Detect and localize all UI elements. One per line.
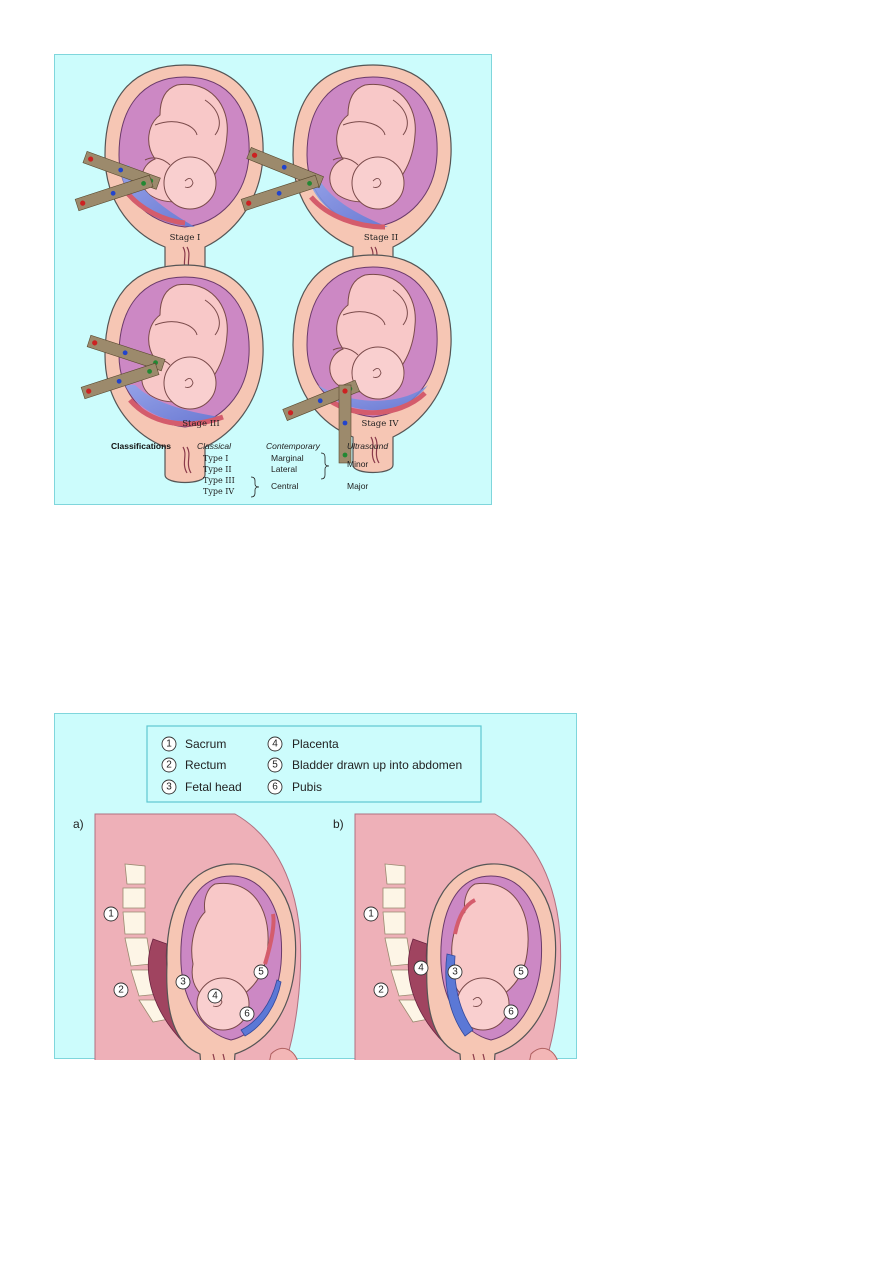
classical-type-3: Type III bbox=[203, 476, 235, 485]
legend-num: 3 bbox=[166, 782, 172, 793]
contemporary-lateral: Lateral bbox=[271, 464, 297, 474]
marker-sacrum-a: 1 bbox=[108, 909, 114, 920]
stage-3-illustration bbox=[104, 264, 264, 484]
ultrasound-major: Major bbox=[347, 481, 368, 491]
marker-rectum-a: 2 bbox=[118, 985, 124, 996]
classical-type-2: Type II bbox=[203, 465, 232, 474]
panel-b-illustration bbox=[354, 813, 562, 1060]
marker-pubis-b: 6 bbox=[508, 1007, 514, 1018]
anatomy-diagram: 1 Sacrum 2 Rectum 3 Fetal head 4 Placent… bbox=[73, 725, 562, 1060]
marker-bladder-b: 5 bbox=[518, 967, 524, 978]
legend-item-3: 3 Fetal head bbox=[161, 779, 242, 795]
panel-a-illustration bbox=[94, 813, 302, 1060]
legend-item-4: 4 Placenta bbox=[267, 736, 339, 752]
legend-num: 5 bbox=[272, 760, 278, 771]
legend-num: 2 bbox=[166, 760, 172, 771]
panel-b-label: b) bbox=[333, 817, 344, 831]
legend-num-circle bbox=[267, 736, 283, 752]
column-classical: Classical bbox=[197, 441, 232, 451]
legend-label-fetal-head: Fetal head bbox=[185, 780, 242, 794]
marker-pubis-a: 6 bbox=[244, 1009, 250, 1020]
legend-num: 6 bbox=[272, 782, 278, 793]
legend-item-6: 6 Pubis bbox=[267, 779, 322, 795]
legend-num-circle bbox=[267, 757, 283, 773]
panel-b-numbers: 1 2 4 3 5 6 bbox=[368, 909, 524, 1018]
legend-label-rectum: Rectum bbox=[185, 758, 226, 772]
panel-a-label: a) bbox=[73, 817, 84, 831]
contemporary-marginal: Marginal bbox=[271, 453, 304, 463]
classical-type-1: Type I bbox=[203, 454, 228, 463]
marker-sacrum-b: 1 bbox=[368, 909, 374, 920]
contemporary-central: Central bbox=[271, 481, 299, 491]
column-contemporary: Contemporary bbox=[266, 441, 321, 451]
stages-diagram: Stage I Stage II Stage III Stage IV Clas… bbox=[74, 64, 452, 498]
legend-label-bladder: Bladder drawn up into abdomen bbox=[292, 758, 462, 772]
classification-table: Classifications Classical Contemporary U… bbox=[111, 441, 388, 498]
legend-num-circle bbox=[161, 757, 177, 773]
marker-placenta-a: 4 bbox=[212, 991, 218, 1002]
legend-item-5: 5 Bladder drawn up into abdomen bbox=[267, 757, 462, 773]
stage-3-label: Stage III bbox=[182, 419, 220, 429]
placenta-previa-stages-figure: Stage I Stage II Stage III Stage IV Clas… bbox=[54, 54, 492, 505]
marker-fetal-head-b: 3 bbox=[452, 967, 458, 978]
classical-type-4: Type IV bbox=[203, 487, 234, 496]
marker-bladder-a: 5 bbox=[258, 967, 264, 978]
placenta-a bbox=[240, 979, 282, 1037]
panel-a-numbers: 1 2 3 4 5 6 bbox=[108, 909, 264, 1020]
brace-classical bbox=[250, 476, 260, 498]
anatomy-figure: 1 Sacrum 2 Rectum 3 Fetal head 4 Placent… bbox=[54, 713, 577, 1060]
legend-item-2: 2 Rectum bbox=[161, 757, 226, 773]
legend-label-pubis: Pubis bbox=[292, 780, 322, 794]
stage-4-illustration bbox=[292, 254, 452, 474]
classifications-heading: Classifications bbox=[111, 441, 171, 451]
legend-num-circle bbox=[161, 779, 177, 795]
brace-contemporary bbox=[320, 452, 330, 480]
stage-4-label: Stage IV bbox=[362, 419, 400, 429]
legend-box bbox=[146, 725, 482, 803]
marker-rectum-b: 2 bbox=[378, 985, 384, 996]
legend-num-circle bbox=[161, 736, 177, 752]
legend-num: 1 bbox=[166, 739, 172, 750]
ultrasound-minor: Minor bbox=[347, 459, 368, 469]
stage-2-label: Stage II bbox=[364, 233, 398, 243]
column-ultrasound: Ultrasound bbox=[347, 441, 388, 451]
legend-label-placenta: Placenta bbox=[292, 737, 339, 751]
stage-1-label: Stage I bbox=[170, 233, 201, 243]
legend-label-sacrum: Sacrum bbox=[185, 737, 226, 751]
marker-fetal-head-a: 3 bbox=[180, 977, 186, 988]
legend-num: 4 bbox=[272, 739, 278, 750]
marker-placenta-b: 4 bbox=[418, 963, 424, 974]
legend-item-1: 1 Sacrum bbox=[161, 736, 226, 752]
legend-num-circle bbox=[267, 779, 283, 795]
